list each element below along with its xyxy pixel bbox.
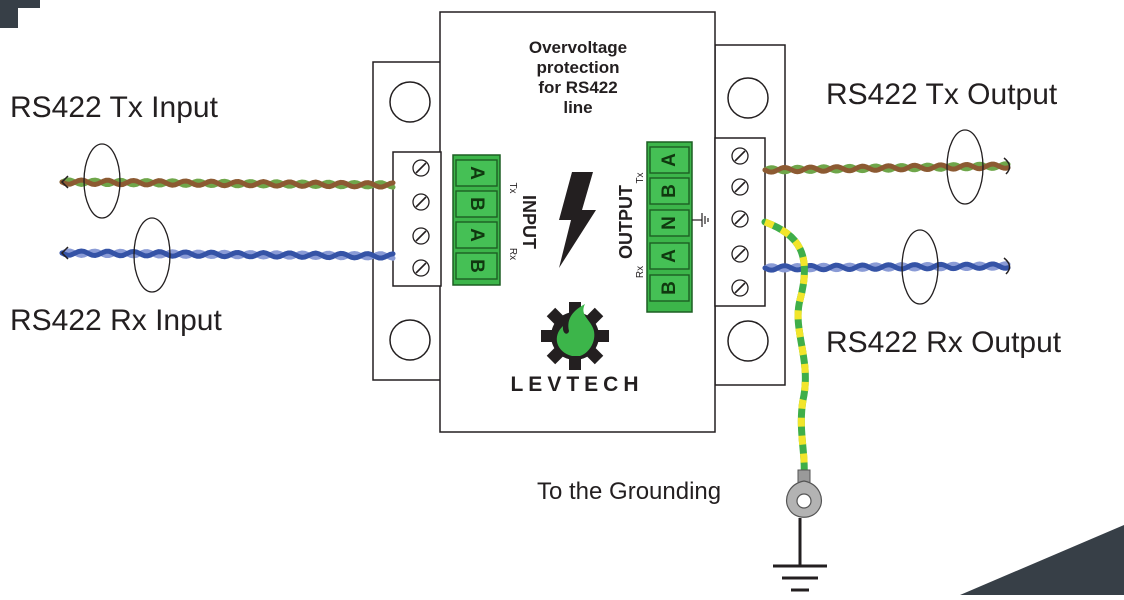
gear-flame-logo-icon [541,302,609,370]
rx-output-cable-ring [901,229,939,305]
terminal-label: N [659,216,680,230]
input-terminal-labels: A B A B [455,159,498,280]
wire-end-icon [60,246,69,260]
output-tx-label: Tx [635,172,646,183]
tx-output-cable-ring [946,129,984,205]
corner-shape-bottom-right [960,525,1124,595]
terminal-slot [649,146,690,174]
ground-lug-icon [785,469,823,518]
mounting-hole-bottom-right [727,320,769,362]
terminal-label: B [659,281,680,295]
output-terminal-labels: A B N A B [649,146,690,302]
device-title-line-2: protection [536,58,619,77]
screw-slot [734,282,746,294]
terminal-label: A [659,249,680,263]
terminal-label: B [466,197,487,211]
device-title-line-3: for RS422 [538,78,617,97]
brand-name: LEVTECH [510,373,643,396]
internal-ground-icon [692,213,709,227]
input-screws [412,159,430,277]
wire-end-icon [1003,257,1011,275]
wire-end-icon [1003,157,1011,175]
tx-input-label: RS422 Tx Input [10,91,219,124]
tx-output-label: RS422 Tx Output [826,78,1058,111]
output-label: OUTPUT [616,185,636,259]
screw-slot [415,262,427,274]
terminal-slot [455,252,498,280]
screw-slot [734,181,746,193]
device-title-line-4: line [563,98,592,117]
tx-input-wire-strand-b [59,177,396,190]
terminal-label: A [659,153,680,167]
screw-slot [734,248,746,260]
terminal-slot [455,190,498,218]
device-title-line-1: Overvoltage [529,38,627,57]
wire-end-icon [60,175,69,189]
tx-input-wire-strand-a [59,177,396,190]
terminal-slot [649,209,690,237]
terminal-slot [649,177,690,205]
terminal-label: A [466,228,487,242]
input-label: INPUT [519,195,539,249]
rx-input-label: RS422 Rx Input [10,304,222,337]
lightning-bolt-icon [559,172,596,268]
mounting-hole-top-left [389,81,431,123]
rx-input-cable-ring [133,217,171,293]
terminal-slot [649,274,690,302]
terminal-slot [455,221,498,249]
output-screws [731,147,749,297]
tx-input-cable-ring [83,143,121,219]
rx-output-label: RS422 Rx Output [826,326,1062,359]
ground-wire-stripe [763,218,809,477]
terminal-slot [455,159,498,187]
wires [59,157,1011,480]
rx-input-wire-strand-a [59,248,396,261]
screw-slot [415,196,427,208]
mounting-hole-bottom-left [389,319,431,361]
terminal-label: A [466,166,487,180]
screw-slot [415,162,427,174]
earth-ground-icon [773,518,827,592]
input-tx-label: Tx [507,182,518,193]
terminal-label: B [466,259,487,273]
terminal-slot [649,242,690,270]
terminal-label: B [659,184,680,198]
mounting-hole-top-right [727,77,769,119]
screw-slot [415,230,427,242]
rx-input-wire-strand-b [59,248,396,261]
screw-slot [734,150,746,162]
screw-slot [734,213,746,225]
tx-output-wire-strand-a [762,161,1011,175]
grounding-label: To the Grounding [537,478,721,505]
output-rx-label: Rx [635,266,646,278]
input-rx-label: Rx [507,248,518,260]
corner-shape-top-left [0,0,40,28]
